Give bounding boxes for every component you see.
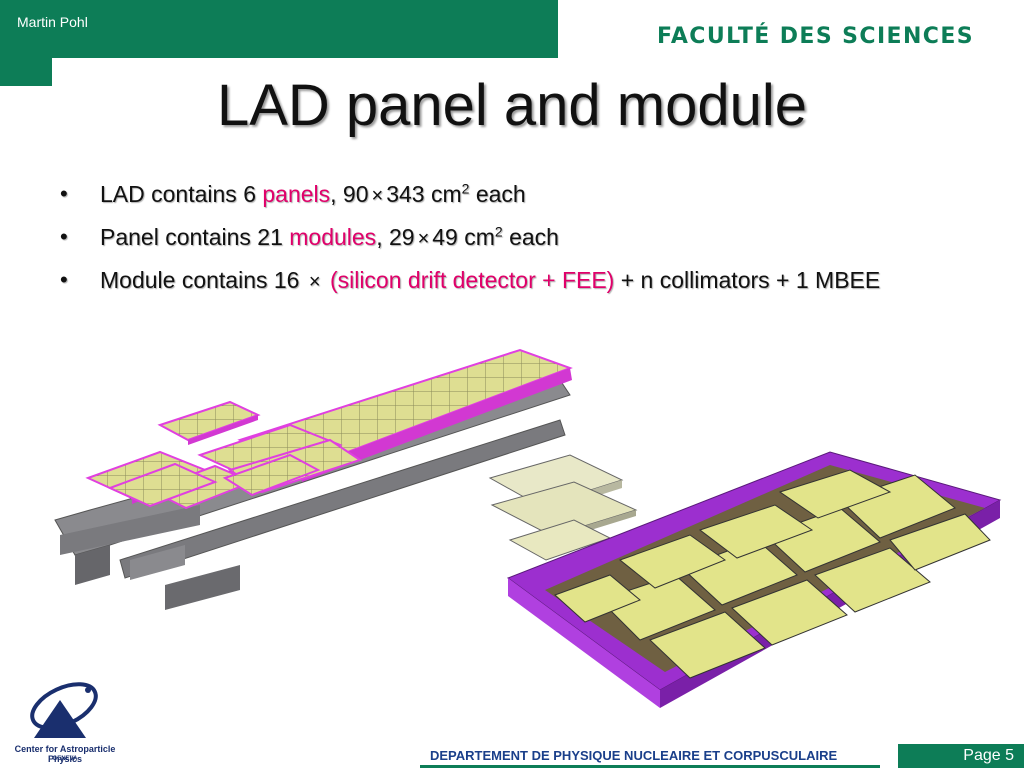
- module-box: [506, 451, 1002, 708]
- highlight-term: modules: [289, 224, 377, 250]
- bullet-item-modules: • Panel contains 21 modules, 29×49 cm2 e…: [60, 223, 980, 253]
- author-name: Martin Pohl: [17, 14, 88, 30]
- highlight-term: panels: [262, 181, 331, 207]
- bullet-text: , 29: [376, 224, 415, 250]
- times-sign: ×: [308, 271, 321, 293]
- bullet-marker: •: [60, 181, 68, 206]
- logo-subcaption: GENEVA: [52, 756, 78, 762]
- bullet-text: each: [469, 181, 526, 207]
- author-bar: Martin Pohl: [0, 0, 558, 58]
- department-name: DEPARTEMENT DE PHYSIQUE NUCLEAIRE ET COR…: [430, 748, 838, 763]
- exploded-modules: [85, 400, 321, 510]
- bullet-text: Panel contains 21: [100, 224, 290, 250]
- bullet-marker: •: [60, 224, 68, 249]
- page-number: Page 5: [963, 747, 1014, 764]
- bullet-text: + n collimators + 1 MBEE: [614, 267, 881, 293]
- bullet-text: 49 cm: [432, 224, 495, 250]
- cap-logo-icon: [30, 682, 98, 738]
- faculty-name: FACULTÉ DES SCIENCES: [656, 24, 974, 49]
- superscript: 2: [494, 223, 503, 240]
- bullet-text: Module contains 16: [100, 267, 306, 293]
- author-bar-tab: [0, 58, 52, 86]
- lad-panel-module-illustration: [30, 348, 1002, 738]
- footer-divider: [420, 765, 880, 768]
- bullet-item-module-contents: • Module contains 16 × (silicon drift de…: [60, 266, 980, 296]
- superscript: 2: [461, 180, 470, 197]
- bullet-text: LAD contains 6: [100, 181, 263, 207]
- bullet-text: 343 cm: [386, 181, 462, 207]
- bullet-list: • LAD contains 6 panels, 90×343 cm2 each…: [60, 180, 980, 309]
- bullet-text: each: [502, 224, 559, 250]
- slide-title: LAD panel and module: [216, 73, 808, 138]
- times-sign: ×: [371, 185, 384, 207]
- logo-caption: Center for Astroparticle Physics: [14, 744, 116, 764]
- bullet-text: , 90: [330, 181, 369, 207]
- highlight-term: (silicon drift detector + FEE): [329, 267, 615, 293]
- page-number-box: Page 5: [898, 744, 1024, 768]
- bullet-item-panels: • LAD contains 6 panels, 90×343 cm2 each: [60, 180, 980, 210]
- times-sign: ×: [417, 228, 430, 250]
- bullet-marker: •: [60, 267, 68, 292]
